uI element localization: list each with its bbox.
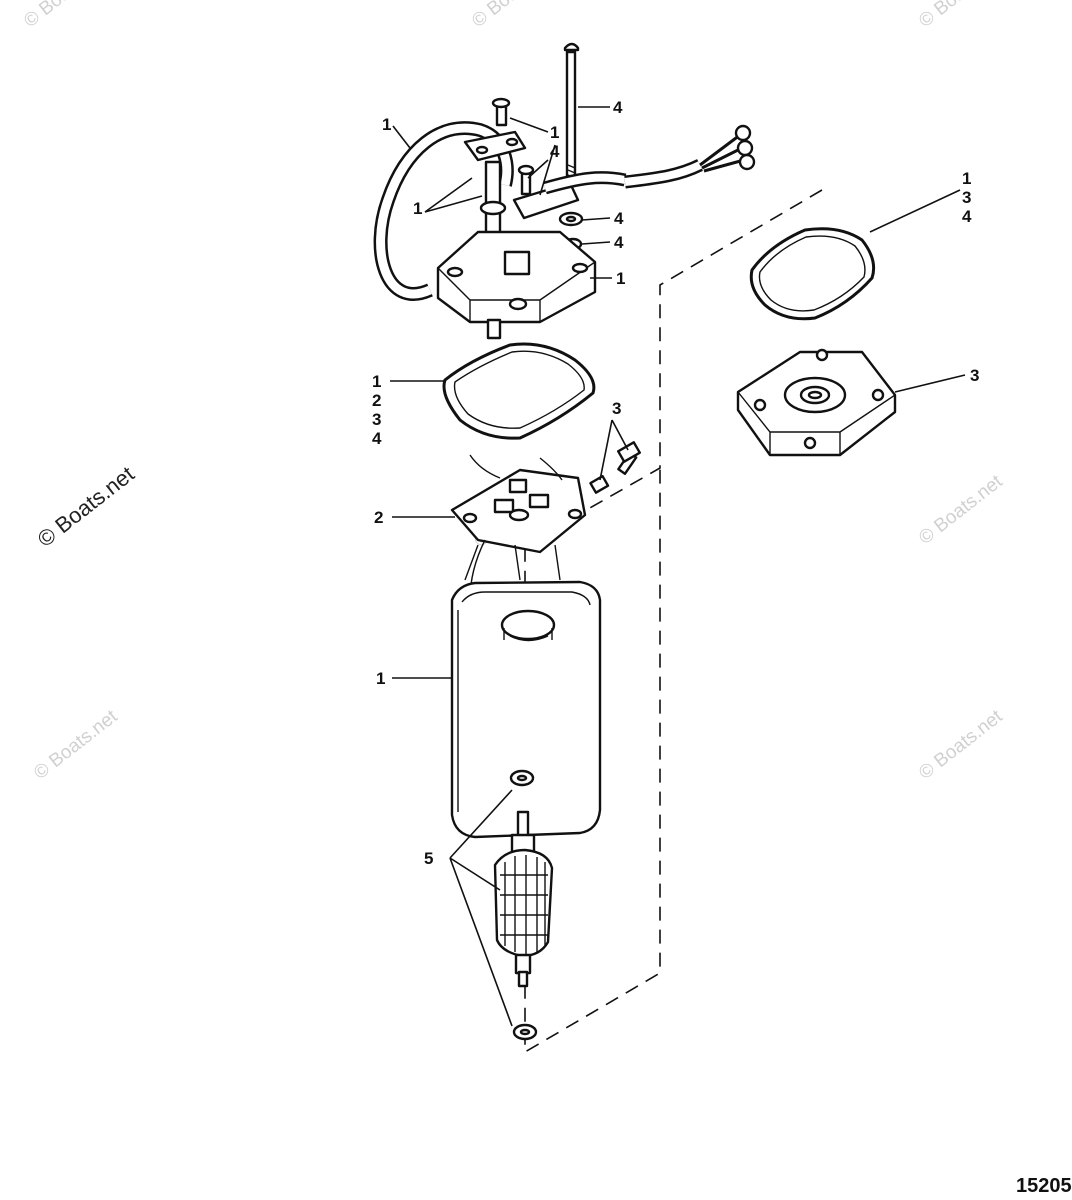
callout-brushes: 3 — [612, 399, 621, 418]
callout-screws-line: 1 — [550, 123, 559, 142]
brush-plate — [450, 454, 587, 601]
callout-washer-a: 4 — [614, 209, 624, 228]
middle-gasket — [442, 342, 596, 440]
leader-lines — [390, 106, 966, 1027]
callout-hose: 1 — [382, 115, 391, 134]
watermark: © Boats.net — [33, 461, 139, 552]
callout-top-gasket-line: 1 — [962, 169, 971, 188]
callout-stack-line: 3 — [372, 410, 381, 429]
figure-number: 15205 — [1016, 1175, 1072, 1197]
callout-long-bolt: 4 — [613, 98, 623, 117]
callout-stack-line: 4 — [550, 142, 560, 161]
callout-stack-line: 2 — [372, 391, 381, 410]
watermark: © Boats.net — [20, 0, 112, 32]
watermark: © Boats.net — [915, 471, 1007, 549]
callout-stack-line: 4 — [372, 429, 382, 448]
watermark: © Boats.net — [915, 706, 1007, 784]
callout-bracket: 1 — [413, 199, 422, 218]
callout-washer-b: 4 — [614, 233, 624, 252]
callout-end-frame: 3 — [970, 366, 979, 385]
callout-housing: 1 — [376, 669, 385, 688]
brushes — [589, 441, 641, 494]
callout-stack-line: 4 — [962, 207, 972, 226]
callout-stack-line: 3 — [962, 188, 971, 207]
watermark: © Boats.net — [915, 0, 1007, 32]
callout-armature: 5 — [424, 849, 433, 868]
middle-gasket-inner — [453, 350, 585, 429]
end-frame — [736, 348, 897, 457]
assembly-dashed-line — [524, 189, 823, 1054]
armature — [493, 810, 554, 988]
end-cap-assembly — [373, 42, 756, 340]
watermark: © Boats.net — [30, 706, 122, 784]
callout-brush-plate: 2 — [374, 508, 383, 527]
callout-cap: 1 — [616, 269, 625, 288]
callout-mid-gasket-line: 1 — [372, 372, 381, 391]
motor-housing — [450, 580, 602, 839]
end-frame-gasket — [749, 227, 876, 321]
watermark: © Boats.net — [468, 0, 560, 32]
